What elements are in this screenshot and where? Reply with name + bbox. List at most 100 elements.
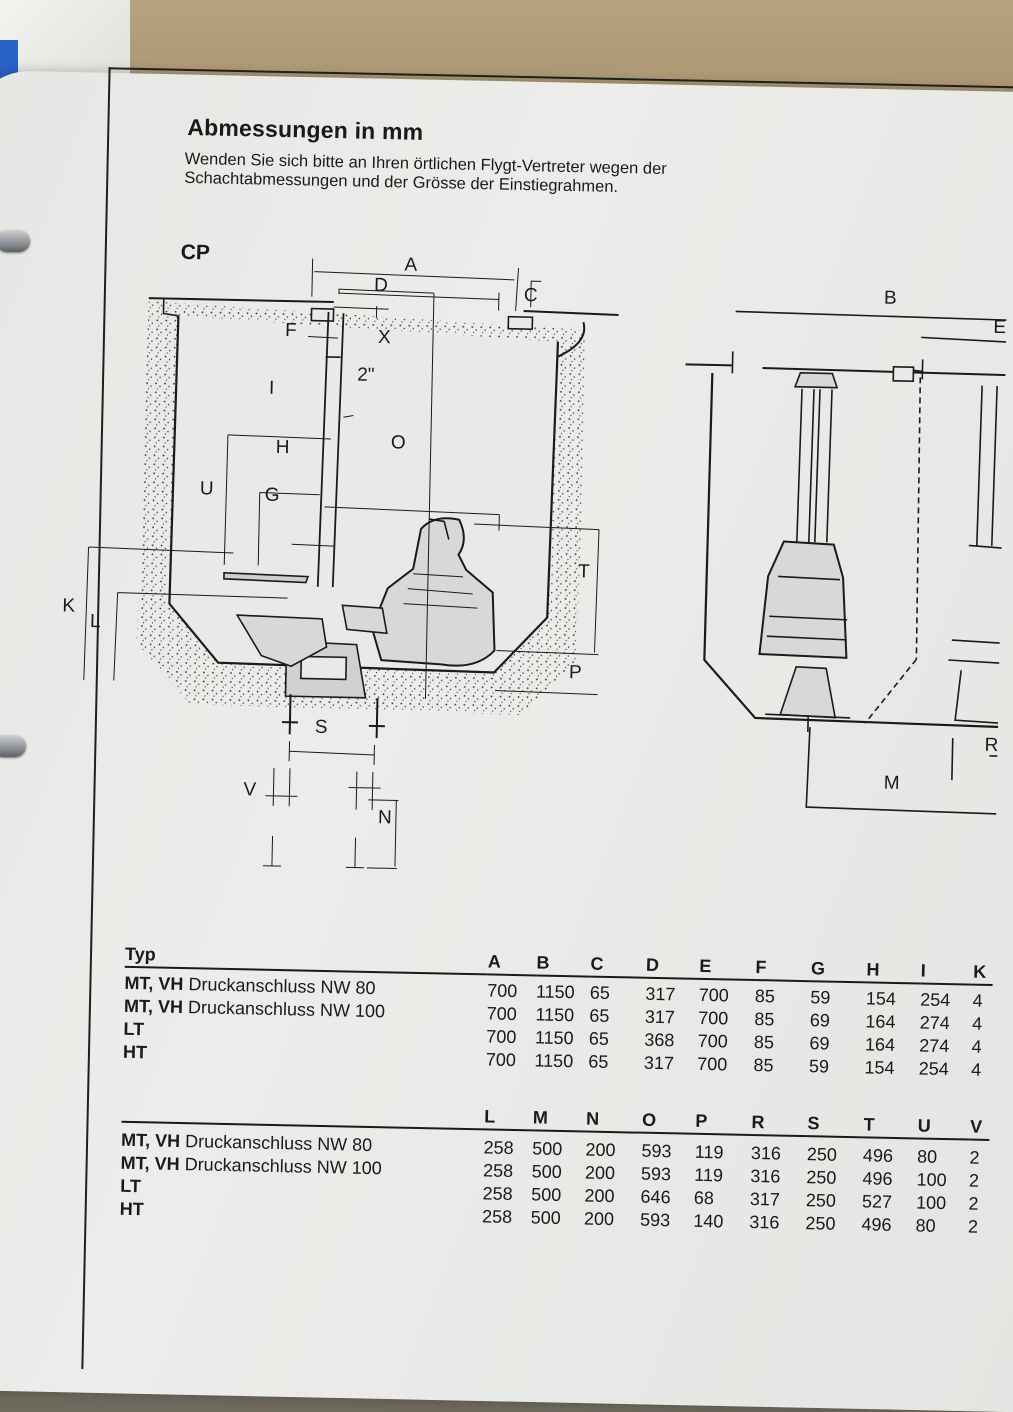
table-cell: 700	[698, 984, 755, 1008]
table-cell: 65	[589, 1028, 645, 1052]
dim-label-c: C	[524, 285, 538, 306]
table-cell: 258	[483, 1136, 532, 1160]
table-cell: 164	[865, 1010, 920, 1034]
table-cell: 593	[640, 1209, 694, 1233]
table-cell: 700	[697, 1053, 754, 1077]
table-cell: 59	[810, 986, 866, 1010]
table-cell: 250	[807, 1143, 864, 1167]
type-code: LT	[120, 1176, 141, 1196]
type-code: HT	[120, 1199, 144, 1219]
table-cell: 316	[751, 1142, 808, 1166]
table-cell: 80	[915, 1214, 968, 1238]
dim-label-n: N	[378, 807, 392, 828]
table-cell: 250	[806, 1189, 863, 1213]
dim-label-pipe: 2"	[357, 365, 375, 386]
table-cell: 164	[865, 1033, 920, 1057]
table-cell: 700	[487, 979, 536, 1003]
table-cell: 2	[969, 1170, 989, 1193]
table-cell: 593	[641, 1140, 695, 1164]
table-cell: 258	[483, 1159, 532, 1183]
column-header: R	[751, 1111, 808, 1136]
table-cell: 646	[640, 1186, 694, 1210]
dim-label-p: P	[569, 662, 582, 683]
dim-label-t: T	[578, 561, 590, 582]
table-cell: 85	[755, 985, 811, 1009]
table-cell: 119	[694, 1164, 751, 1188]
column-header: S	[807, 1112, 864, 1137]
column-header: O	[642, 1109, 696, 1134]
type-code: HT	[123, 1042, 147, 1062]
table-cell: 1150	[536, 980, 590, 1004]
dim-label-s: S	[315, 717, 328, 738]
document-content: Abmessungen in mm Wenden Sie sich bitte …	[0, 0, 1013, 1371]
table-cell: 4	[971, 1059, 991, 1082]
table-cell: 154	[866, 987, 921, 1011]
dim-label-f: F	[285, 320, 297, 341]
table-cell: 496	[862, 1167, 917, 1191]
table-cell: 250	[805, 1212, 862, 1236]
table-cell: 85	[754, 1031, 810, 1055]
column-header: V	[970, 1116, 990, 1140]
dim-label-l: L	[90, 611, 101, 632]
column-header: L	[484, 1105, 533, 1130]
table-cell: 100	[916, 1191, 969, 1215]
table-cell: 368	[644, 1029, 698, 1053]
column-header: E	[699, 955, 756, 980]
table-cell: 85	[753, 1054, 809, 1078]
column-header: B	[536, 951, 590, 976]
table-cell: 4	[972, 990, 992, 1013]
dim-label-u: U	[200, 478, 214, 499]
table-cell: 316	[750, 1165, 807, 1189]
type-code: MT, VH	[124, 996, 183, 1017]
column-header: P	[695, 1110, 752, 1135]
table-cell: 80	[917, 1145, 970, 1169]
table-cell: 317	[750, 1188, 807, 1212]
table-cell: 496	[863, 1144, 918, 1168]
table-cell: 85	[754, 1008, 810, 1032]
dim-label-k: K	[62, 595, 75, 616]
table-cell: 119	[695, 1141, 752, 1165]
table-cell: 154	[864, 1056, 919, 1080]
table-cell: 258	[482, 1182, 531, 1206]
table-cell: 527	[862, 1190, 917, 1214]
table-cell: 4	[972, 1013, 992, 1036]
table-cell: 317	[645, 1006, 699, 1030]
table-cell: 500	[531, 1160, 585, 1184]
table-cell: 258	[482, 1205, 531, 1229]
table-cell: 65	[590, 982, 646, 1006]
table-cell: 254	[920, 988, 973, 1012]
table-cell: 140	[693, 1210, 750, 1234]
table-cell: 500	[531, 1183, 585, 1207]
table-cell: 200	[584, 1208, 641, 1232]
table-cell: 1150	[534, 1049, 588, 1073]
table-cell: 254	[918, 1057, 971, 1081]
table-cell: 500	[530, 1206, 584, 1230]
table-cell: 65	[588, 1051, 644, 1075]
table-cell: 200	[585, 1139, 642, 1163]
type-code: LT	[123, 1019, 144, 1039]
table-cell: 700	[698, 1007, 755, 1031]
table-cell: 200	[585, 1162, 642, 1186]
type-code: MT, VH	[124, 973, 183, 994]
dim-label-g: G	[264, 485, 279, 506]
table-cell: 500	[532, 1137, 586, 1161]
column-header: H	[866, 958, 921, 983]
column-header: F	[755, 956, 811, 981]
table-cell: 274	[919, 1011, 972, 1035]
column-header: C	[590, 953, 646, 978]
table-cell: 69	[809, 1032, 865, 1056]
table-cell: 1150	[535, 1026, 589, 1050]
dim-label-m: M	[884, 773, 900, 794]
column-header: M	[533, 1106, 587, 1131]
dim-label-i: I	[269, 378, 275, 399]
dimensions-table-1: Typ A B C D E F G H I K MT, VH Druckansc…	[123, 943, 993, 1082]
dim-label-e: E	[993, 317, 1006, 338]
type-name: Druckanschluss NW 100	[188, 997, 385, 1021]
type-code: MT, VH	[120, 1153, 179, 1174]
dim-label-x: X	[378, 327, 391, 348]
table-cell: 59	[809, 1055, 865, 1079]
dim-label-d: D	[374, 275, 388, 296]
column-header: D	[646, 954, 700, 979]
table-cell: 200	[584, 1185, 641, 1209]
dimensions-table-2: L M N O P R S T U V MT, VH Druckanschlus…	[119, 1098, 989, 1239]
